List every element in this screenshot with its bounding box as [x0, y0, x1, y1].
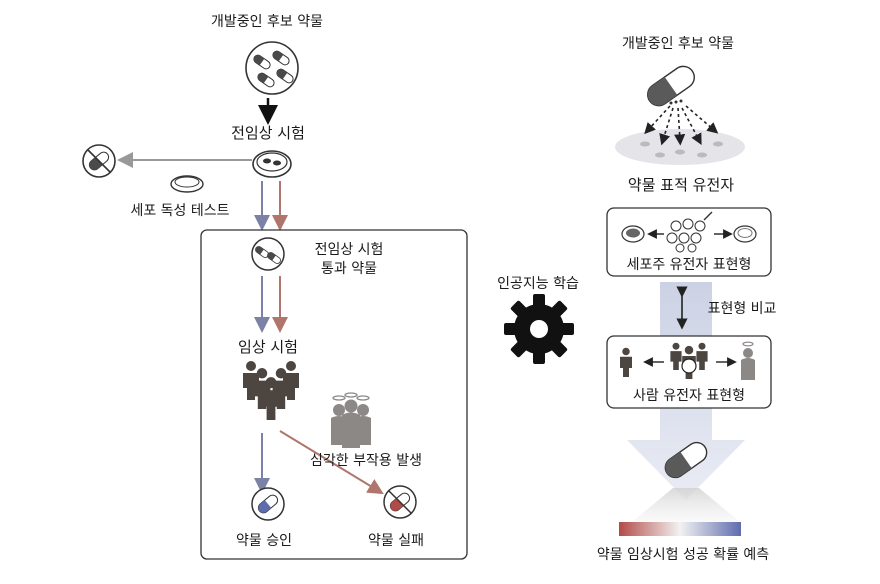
cell-dish-icon [170, 175, 204, 193]
preclinical-label: 전임상 시험 [231, 124, 305, 142]
rejected-pill-icon [82, 144, 116, 178]
patient-group-icon [243, 361, 299, 420]
candidate-pill-icon [647, 65, 695, 107]
approved-label: 약물 승인 [236, 533, 292, 549]
prediction-fan [632, 488, 740, 522]
side-effect-label: 심각한 부작용 발생 [310, 453, 422, 469]
cell-dish-right-icon [733, 225, 757, 243]
compare-label: 표현형 비교 [708, 301, 777, 317]
failed-label: 약물 실패 [368, 533, 424, 549]
side-effect-ghost-icon [331, 392, 371, 448]
red-arrow-fail [279, 430, 384, 495]
drug-dots [669, 99, 683, 105]
cell-phenotype-box [606, 207, 772, 277]
failed-pill-icon [383, 485, 417, 519]
passed-label-line1: 전임상 시험 [315, 242, 384, 258]
dna-icon [681, 358, 697, 374]
cell-plate-icon [666, 211, 713, 253]
candidate-pills-icon [245, 41, 299, 95]
left-top-title: 개발중인 후보 약물 [211, 14, 323, 30]
toxicity-label: 세포 독성 테스트 [130, 203, 229, 219]
clinical-label: 임상 시험 [238, 338, 298, 356]
target-plate [615, 129, 745, 165]
clinical-box [200, 229, 468, 560]
predicted-pill-icon [664, 441, 708, 479]
prediction-label: 약물 임상시험 성공 확률 예측 [597, 547, 769, 563]
human-phenotype-label: 사람 유전자 표현형 [633, 388, 745, 404]
right-top-title: 개발중인 후보 약물 [622, 36, 734, 52]
passed-label-line2: 통과 약물 [321, 261, 377, 277]
target-dots [640, 141, 723, 158]
human-ghost-icon [741, 341, 755, 380]
dashed-drug-arrows [644, 105, 719, 146]
petri-dish-icon [252, 150, 292, 178]
approved-pill-icon [251, 487, 285, 521]
target-genes-label: 약물 표적 유전자 [628, 176, 734, 194]
cell-dish-left-icon [621, 225, 645, 243]
ai-learning-label: 인공지능 학습 [497, 276, 579, 292]
passed-pills-icon [251, 237, 285, 271]
probability-bar [619, 522, 741, 536]
cell-phenotype-label: 세포주 유전자 표현형 [627, 257, 752, 273]
gear-icon [504, 294, 574, 364]
